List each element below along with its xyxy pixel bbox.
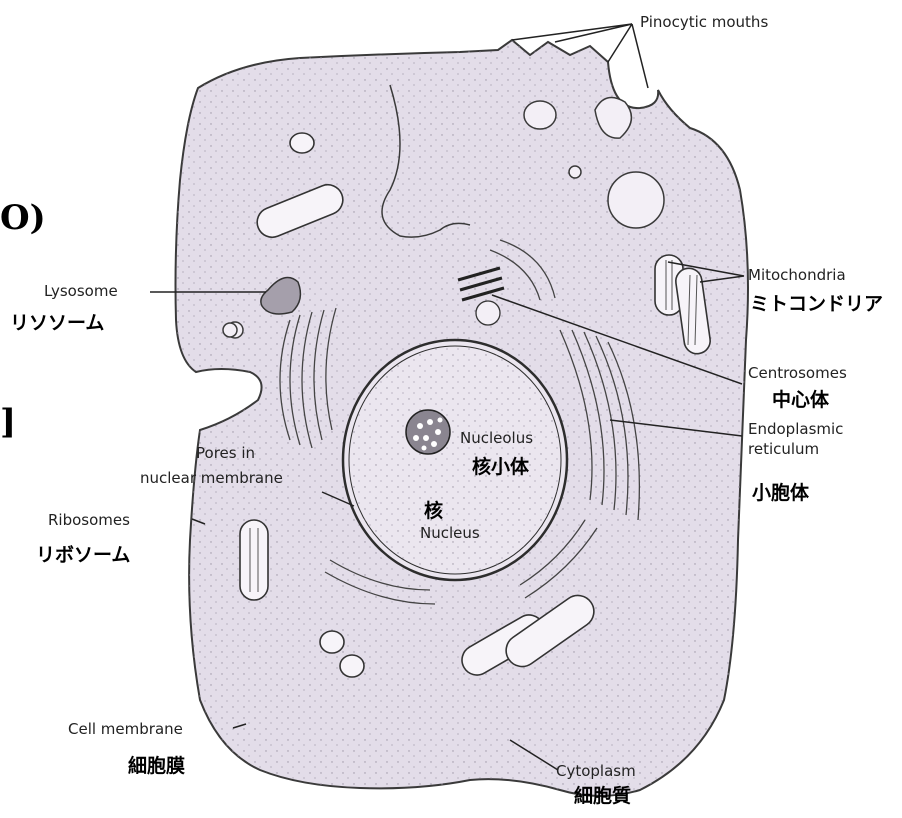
label-endoplasmic-reticulum-line1: Endoplasmic: [748, 421, 843, 438]
label-ribosomes: Ribosomes: [48, 512, 130, 529]
label-pores-line2: nuclear membrane: [140, 470, 283, 487]
label-lysosome: Lysosome: [44, 283, 118, 300]
label-cell-membrane: Cell membrane: [68, 721, 183, 738]
label-nucleus-jp: 核: [424, 500, 443, 522]
label-cytoplasm-jp: 細胞質: [574, 785, 631, 807]
label-nucleolus-jp: 核小体: [472, 456, 529, 478]
label-cytoplasm: Cytoplasm: [556, 763, 636, 780]
nucleus: [343, 340, 567, 580]
label-mitochondria: Mitochondria: [748, 267, 846, 284]
label-endoplasmic-reticulum-line2: reticulum: [748, 441, 819, 458]
label-centrosomes: Centrosomes: [748, 365, 847, 382]
label-cell-membrane-jp: 細胞膜: [128, 755, 185, 777]
label-pinocytic-mouths: Pinocytic mouths: [640, 14, 768, 31]
golgi-vesicle: [476, 301, 500, 325]
label-lysosome-jp: リソソーム: [10, 312, 104, 334]
label-nucleolus: Nucleolus: [460, 430, 533, 447]
edge-fragment-top: O): [0, 198, 46, 238]
label-endoplasmic-reticulum-jp: 小胞体: [752, 482, 809, 504]
label-ribosomes-jp: リボソーム: [36, 544, 130, 566]
label-pores-line1: Pores in: [196, 445, 255, 462]
label-mitochondria-jp: ミトコンドリア: [750, 293, 883, 315]
edge-fragment-mid: ]: [0, 402, 16, 442]
label-nucleus: Nucleus: [420, 525, 480, 542]
label-centrosomes-jp: 中心体: [772, 389, 829, 411]
nucleolus: [406, 410, 450, 454]
